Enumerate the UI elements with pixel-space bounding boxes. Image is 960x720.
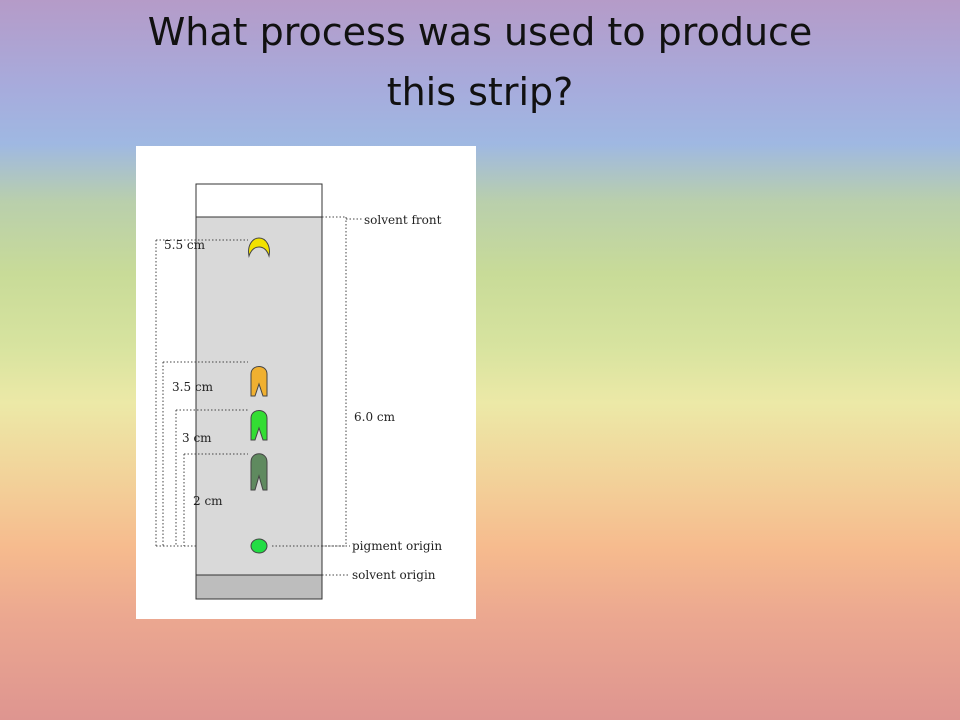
distance-label-4: 2 cm <box>193 494 223 508</box>
title-line-1: What process was used to produce <box>147 10 813 54</box>
distance-brackets <box>155 239 248 547</box>
slide-title: What process was used to produce this st… <box>60 2 900 122</box>
pigment-spot-1 <box>248 237 270 258</box>
solvent-front-label: solvent front <box>364 213 442 227</box>
solvent-band <box>195 574 323 600</box>
total-distance-bracket <box>322 216 347 547</box>
solvent-origin-label: solvent origin <box>352 568 436 582</box>
pigment-spot-3 <box>250 410 268 441</box>
title-line-2: this strip? <box>386 70 574 114</box>
pigment-spot-2 <box>250 366 268 397</box>
chromatography-diagram: 5.5 cm 3.5 cm 3 cm 2 cm solvent front 6.… <box>155 183 442 600</box>
pigment-spot-4 <box>250 453 268 491</box>
total-distance-label: 6.0 cm <box>354 410 396 424</box>
distance-label-3: 3 cm <box>182 431 212 445</box>
strip-top <box>195 183 323 218</box>
chromatography-figure: 5.5 cm 3.5 cm 3 cm 2 cm solvent front 6.… <box>136 146 476 619</box>
pigment-origin-label: pigment origin <box>352 539 442 553</box>
label-leaders <box>272 218 362 576</box>
paper-strip <box>195 216 323 576</box>
distance-label-2: 3.5 cm <box>172 380 214 394</box>
distance-label-1: 5.5 cm <box>164 238 206 252</box>
pigment-origin-spot <box>250 538 268 554</box>
